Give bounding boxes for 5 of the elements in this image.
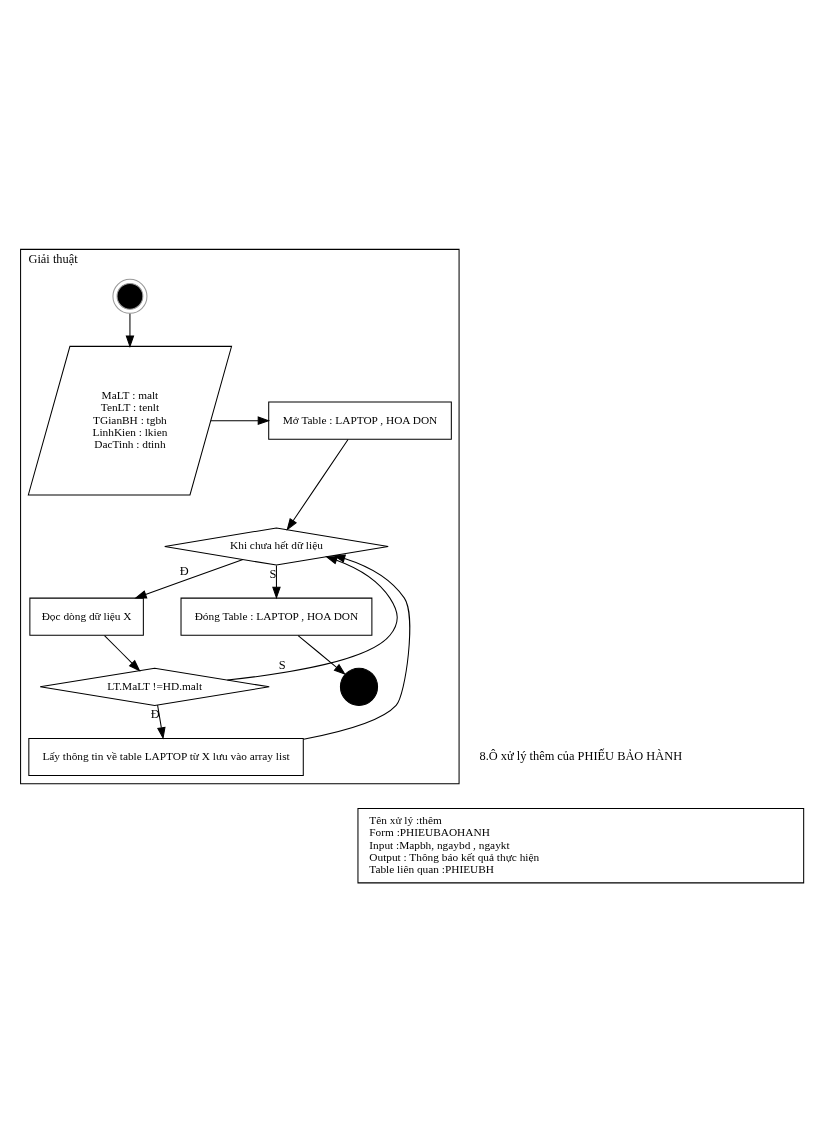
edge-label: S (278, 657, 286, 672)
edge-label: Đ (179, 563, 189, 578)
label: 8.Ô xử lý thêm của PHIẾU BẢO HÀNH (479, 748, 683, 763)
edge-label: Đ (150, 706, 160, 721)
edge-label: S (269, 566, 277, 581)
